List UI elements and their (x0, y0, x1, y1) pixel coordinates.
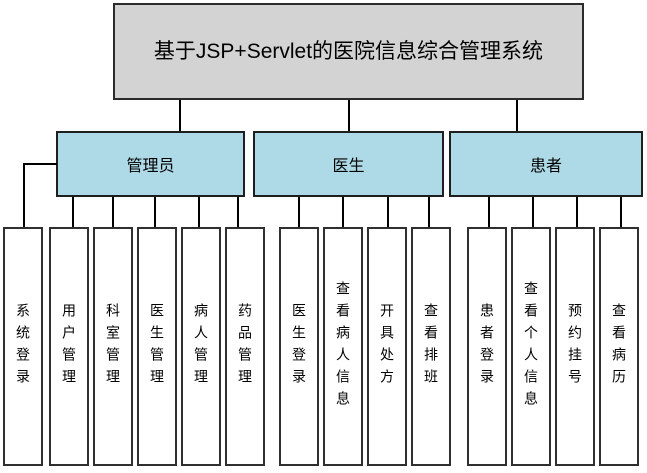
connector-admin-to-user-mgmt (72, 197, 74, 227)
connector-patient-to-personal-info (532, 197, 534, 227)
leaf-label: 医生登录 (291, 302, 307, 391)
connector-doctor-to-schedule (428, 197, 430, 227)
connector-root-to-doctor (348, 100, 350, 131)
root-node-system-title: 基于JSP+Servlet的医院信息综合管理系统 (113, 3, 584, 100)
leaf-node-view-personal-info: 查看个人信息 (511, 227, 551, 466)
leaf-node-issue-prescription: 开具处方 (367, 227, 407, 466)
leaf-node-doctor-management: 医生管理 (137, 227, 177, 466)
leaf-node-view-schedule: 查看排班 (411, 227, 451, 466)
group-node-patient-label: 患者 (529, 158, 562, 175)
connector-admin-to-dept-mgmt (112, 197, 114, 227)
root-node-label: 基于JSP+Servlet的医院信息综合管理系统 (153, 39, 544, 63)
connector-root-to-admin (179, 100, 181, 131)
leaf-label: 查看排班 (423, 302, 439, 391)
leaf-node-view-patient-info: 查看病人信息 (323, 227, 363, 466)
connector-admin-to-patient-mgmt (198, 197, 200, 227)
leaf-node-patient-management: 病人管理 (181, 227, 221, 466)
leaf-node-department-management: 科室管理 (93, 227, 133, 466)
leaf-node-system-login: 系统登录 (3, 227, 43, 466)
group-node-doctor: 医生 (253, 131, 444, 197)
leaf-node-drug-management: 药品管理 (225, 227, 265, 466)
leaf-label: 预约挂号 (567, 302, 583, 391)
leaf-node-appointment-registration: 预约挂号 (555, 227, 595, 466)
connector-doctor-to-login (298, 197, 300, 227)
leaf-label: 病人管理 (193, 302, 209, 391)
leaf-label: 查看个人信息 (523, 280, 539, 413)
connector-patient-to-medical-record (620, 197, 622, 227)
leaf-label: 药品管理 (237, 302, 253, 391)
connector-admin-elbow-vertical (23, 163, 25, 227)
connector-admin-elbow-horizontal (24, 163, 57, 165)
leaf-label: 科室管理 (105, 302, 121, 391)
connector-admin-to-drug-mgmt (237, 197, 239, 227)
connector-patient-to-login (488, 197, 490, 227)
leaf-label: 查看病人信息 (335, 280, 351, 413)
connector-doctor-to-prescription (387, 197, 389, 227)
leaf-label: 开具处方 (379, 302, 395, 391)
connector-root-to-patient (516, 100, 518, 131)
group-node-patient: 患者 (449, 131, 643, 197)
leaf-label: 患者登录 (479, 302, 495, 391)
connector-admin-to-doctor-mgmt (154, 197, 156, 227)
leaf-node-view-medical-record: 查看病历 (599, 227, 639, 466)
leaf-label: 查看病历 (611, 302, 627, 391)
leaf-label: 医生管理 (149, 302, 165, 391)
group-node-admin-label: 管理员 (126, 158, 175, 175)
group-node-doctor-label: 医生 (332, 158, 365, 175)
connector-patient-to-appointment (576, 197, 578, 227)
leaf-node-doctor-login: 医生登录 (279, 227, 319, 466)
leaf-label: 用户管理 (61, 302, 77, 391)
group-node-admin: 管理员 (56, 131, 245, 197)
leaf-node-patient-login: 患者登录 (467, 227, 507, 466)
leaf-label: 系统登录 (15, 302, 31, 391)
connector-doctor-to-patient-info (342, 197, 344, 227)
leaf-node-user-management: 用户管理 (49, 227, 89, 466)
